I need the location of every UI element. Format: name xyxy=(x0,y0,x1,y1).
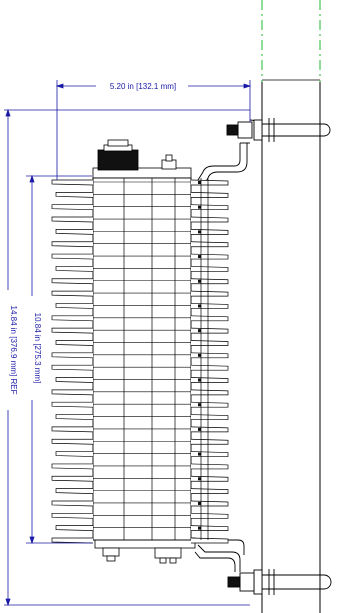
fin-right xyxy=(190,451,229,457)
heatsink-body xyxy=(51,177,229,544)
fin-right xyxy=(190,290,229,297)
fin-right xyxy=(190,512,229,519)
connector-bottom xyxy=(94,537,196,564)
fin-right xyxy=(190,352,229,359)
fin-left xyxy=(55,414,94,420)
fin-left xyxy=(51,278,94,285)
fin-right xyxy=(190,426,229,433)
fin-left xyxy=(55,229,94,235)
fin-fastener xyxy=(198,526,201,530)
fin-right xyxy=(190,537,229,544)
fin-left xyxy=(51,401,94,408)
dimension-fin-height xyxy=(26,174,92,545)
fin-left xyxy=(55,191,94,198)
fin-right xyxy=(190,438,229,445)
fin-right xyxy=(190,315,229,322)
fin-right xyxy=(190,278,229,285)
mounting-bracket-bottom xyxy=(190,539,245,572)
fin-right xyxy=(190,340,229,346)
fin-left xyxy=(51,426,94,433)
fin-left xyxy=(51,253,94,260)
fin-fastener xyxy=(198,205,201,209)
dimension-overall-height-label: 14.84 in [376.9 mm] REF xyxy=(9,306,18,395)
fin-left xyxy=(51,241,94,248)
fin-left xyxy=(51,204,94,211)
fin-fastener xyxy=(198,255,201,259)
fin-right xyxy=(190,475,229,482)
fin-fastener xyxy=(198,378,201,382)
fin-right xyxy=(190,204,229,211)
fin-right xyxy=(190,179,229,186)
fin-left xyxy=(51,364,94,371)
fin-left xyxy=(51,389,94,396)
mounting-bracket-top xyxy=(197,142,250,184)
fin-fastener xyxy=(198,403,201,407)
fin-left xyxy=(51,216,94,223)
fin-right xyxy=(190,191,229,198)
fin-right xyxy=(190,414,229,420)
fin-right xyxy=(190,364,229,371)
fin-right xyxy=(190,525,229,532)
fin-fastener xyxy=(198,279,201,283)
heatsink-fins xyxy=(51,179,229,544)
fin-left xyxy=(51,290,94,297)
fin-fastener xyxy=(198,427,201,431)
mounting-pole xyxy=(261,79,321,613)
fin-left xyxy=(51,512,94,519)
fin-right xyxy=(190,327,229,334)
fin-fastener xyxy=(198,181,201,184)
pole-centerline xyxy=(261,0,321,82)
heatsink-vertical-ribs xyxy=(123,178,209,540)
dimension-width xyxy=(55,80,252,180)
pole-clamp-bottom xyxy=(227,569,332,595)
fin-right xyxy=(190,488,229,494)
fin-right xyxy=(190,303,229,309)
fin-left xyxy=(55,340,94,346)
fin-left xyxy=(51,537,94,544)
fin-right xyxy=(190,500,229,507)
fin-fastener xyxy=(198,329,201,333)
dimension-overall-height xyxy=(4,108,250,607)
fin-right xyxy=(190,216,229,223)
fin-left xyxy=(51,500,94,507)
fin-left xyxy=(55,377,94,383)
fin-left xyxy=(55,266,94,272)
fin-left xyxy=(51,475,94,482)
fin-left xyxy=(55,451,94,457)
connector-top xyxy=(92,139,192,179)
fin-left xyxy=(51,438,94,445)
fin-fastener xyxy=(198,353,201,357)
fin-fastener xyxy=(198,230,201,234)
fin-right xyxy=(190,229,229,235)
pole-clamp-top xyxy=(226,118,331,142)
fin-right xyxy=(190,377,229,383)
fin-left xyxy=(55,303,94,309)
fin-left xyxy=(55,488,94,494)
fin-right xyxy=(190,266,229,272)
fin-left xyxy=(51,352,94,359)
dimension-fin-height-label: 10.84 in [275.3 mm] xyxy=(33,313,42,384)
fin-left xyxy=(51,315,94,322)
fin-fastener xyxy=(198,304,201,308)
dimension-width-label: 5.20 in [132.1 mm] xyxy=(110,82,176,91)
fin-fastener xyxy=(198,501,201,505)
fin-fastener xyxy=(198,477,201,481)
fin-left xyxy=(55,525,94,532)
fin-left xyxy=(51,327,94,334)
fin-left xyxy=(51,463,94,470)
fin-right xyxy=(190,389,229,396)
fin-right xyxy=(190,253,229,260)
fin-fastener xyxy=(198,452,201,456)
fin-left xyxy=(51,179,94,186)
fin-right xyxy=(190,463,229,470)
fin-right xyxy=(190,401,229,408)
fin-right xyxy=(190,241,229,248)
